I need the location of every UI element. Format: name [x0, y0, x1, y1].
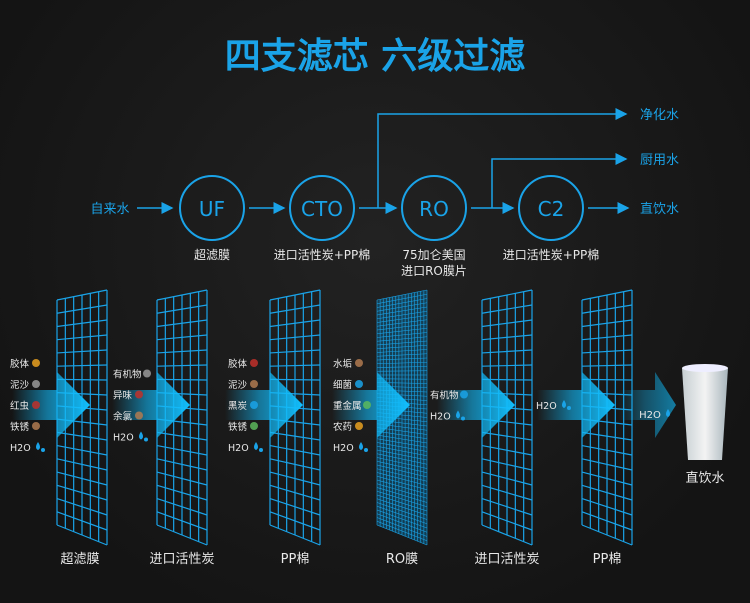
- water-drop-icon: [259, 448, 263, 452]
- removed-item-label: 异味: [113, 390, 133, 402]
- water-drop-icon: [456, 410, 460, 419]
- output-label: 厨用水: [640, 153, 679, 168]
- filter-grid: [581, 289, 633, 546]
- scale-icon: [355, 359, 363, 367]
- removed-item-label: 细菌: [333, 379, 352, 391]
- sand-icon: [32, 380, 40, 388]
- filter-name: PP棉: [281, 552, 310, 567]
- chlorine-icon: [135, 411, 143, 420]
- organic-icon: [460, 390, 468, 399]
- water-drop-icon: [41, 448, 45, 452]
- red-worm-icon: [32, 401, 40, 409]
- stage-code: CTO: [301, 197, 343, 221]
- water-drop-icon: [562, 400, 566, 408]
- filter-name: 超滤膜: [60, 552, 99, 567]
- stage-label: 75加仑美国: [402, 248, 465, 262]
- colloid-icon: [250, 359, 258, 367]
- removed-item-label: 红虫: [10, 400, 30, 412]
- flow-big-arrow: [618, 372, 676, 438]
- water-drop-icon: [567, 406, 571, 410]
- water-drop-icon: [461, 416, 465, 421]
- removed-item-label: 胶体: [228, 358, 248, 370]
- removed-item-label: 有机物: [430, 390, 459, 402]
- sand-icon: [250, 380, 258, 388]
- removed-item-label: 重金属: [333, 400, 362, 412]
- removed-item-label: 泥沙: [228, 379, 248, 391]
- water-drop-icon: [254, 442, 258, 450]
- glass-icon: [682, 364, 728, 460]
- removed-item-label: H2O: [430, 412, 451, 423]
- glass-label: 直饮水: [685, 471, 724, 486]
- odor-icon: [135, 390, 143, 399]
- filter-grid: [481, 289, 533, 546]
- flow-big-arrow: [437, 372, 515, 438]
- removed-item-label: H2O: [113, 433, 134, 444]
- colloid-icon: [32, 359, 40, 367]
- removed-item-label: H2O: [228, 443, 249, 454]
- filter-grids: 超滤膜胶体泥沙红虫铁锈H2O进口活性炭有机物异味余氯H2OPP棉胶体泥沙黑炭铁锈…: [10, 289, 676, 567]
- removed-item-label: 泥沙: [10, 379, 30, 391]
- removed-item-label: 胶体: [10, 358, 30, 370]
- removed-item-label: H2O: [536, 401, 557, 412]
- flow-big-arrow: [225, 372, 303, 438]
- carbon-icon: [250, 401, 258, 409]
- filter-grid: [376, 289, 428, 546]
- removed-item-label: 铁锈: [10, 421, 30, 433]
- filter-name: 进口活性炭: [474, 552, 539, 567]
- stage-label: 进口活性炭+PP棉: [274, 248, 371, 262]
- rust-icon: [250, 422, 258, 430]
- branch-arrow: [491, 153, 628, 208]
- flow-big-arrow: [112, 372, 190, 438]
- stage-code: RO: [419, 197, 449, 221]
- stage-circle: [401, 175, 467, 241]
- water-drop-icon: [144, 437, 148, 442]
- heavy-metal-icon: [363, 401, 371, 409]
- removed-item-label: 黑炭: [228, 401, 248, 412]
- stage-circle: [518, 175, 584, 241]
- source-label: 自来水: [90, 202, 129, 217]
- stage-circle: [289, 175, 355, 241]
- water-drop-icon: [666, 409, 670, 417]
- removed-item-label: H2O: [10, 443, 31, 454]
- flow-big-arrow: [537, 372, 615, 438]
- removed-item-label: 农药: [333, 421, 352, 433]
- filter-name: PP棉: [593, 552, 622, 567]
- water-drop-icon: [36, 442, 40, 450]
- water-drop-icon: [359, 442, 363, 450]
- stage-label: 进口活性炭+PP棉: [503, 248, 600, 262]
- filter-name: RO膜: [386, 552, 418, 567]
- stage-label: 超滤膜: [194, 247, 230, 262]
- organic-icon: [143, 369, 151, 378]
- stage-code: C2: [538, 197, 565, 221]
- output-label: 直饮水: [640, 202, 679, 217]
- output-label: 净化水: [640, 108, 679, 123]
- bacteria-icon: [355, 380, 363, 388]
- stage-label: 进口RO膜片: [401, 264, 467, 278]
- stage-circle: [179, 175, 245, 241]
- page-title: 四支滤芯 六级过滤: [225, 36, 526, 77]
- stage-code: UF: [199, 197, 225, 221]
- removed-item-label: 余氯: [113, 411, 133, 423]
- final-h2o-label: H2O: [639, 410, 661, 421]
- filter-name: 进口活性炭: [149, 552, 214, 567]
- pesticide-icon: [355, 422, 363, 430]
- removed-item-label: H2O: [333, 443, 354, 454]
- flow-big-arrow: [12, 372, 90, 438]
- water-drop-icon: [139, 431, 143, 440]
- removed-item-label: 水垢: [333, 358, 353, 370]
- water-drop-icon: [364, 448, 368, 452]
- removed-item-label: 铁锈: [228, 421, 248, 433]
- removed-item-label: 有机物: [113, 369, 142, 381]
- branch-arrow: [377, 108, 628, 208]
- rust-icon: [32, 422, 40, 430]
